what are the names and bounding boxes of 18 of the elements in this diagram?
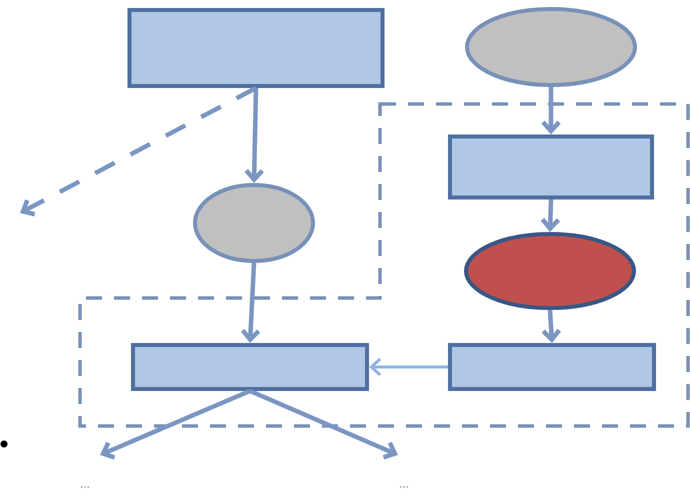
arrow [20, 86, 258, 216]
arrow [249, 388, 398, 460]
arrow [100, 388, 251, 460]
arrow [542, 310, 562, 343]
arrow [541, 87, 561, 134]
box [448, 134, 654, 200]
arrow [240, 262, 260, 343]
ellipsis-text: ... [400, 486, 408, 488]
ellipsis-text: ... [80, 486, 90, 488]
arrow [369, 358, 448, 376]
box [448, 343, 656, 391]
arrow [540, 199, 560, 232]
arrow [244, 88, 264, 183]
box [131, 343, 369, 391]
ellipse [464, 232, 636, 310]
box [128, 8, 384, 88]
ellipse [193, 183, 315, 263]
ellipse [465, 7, 637, 87]
